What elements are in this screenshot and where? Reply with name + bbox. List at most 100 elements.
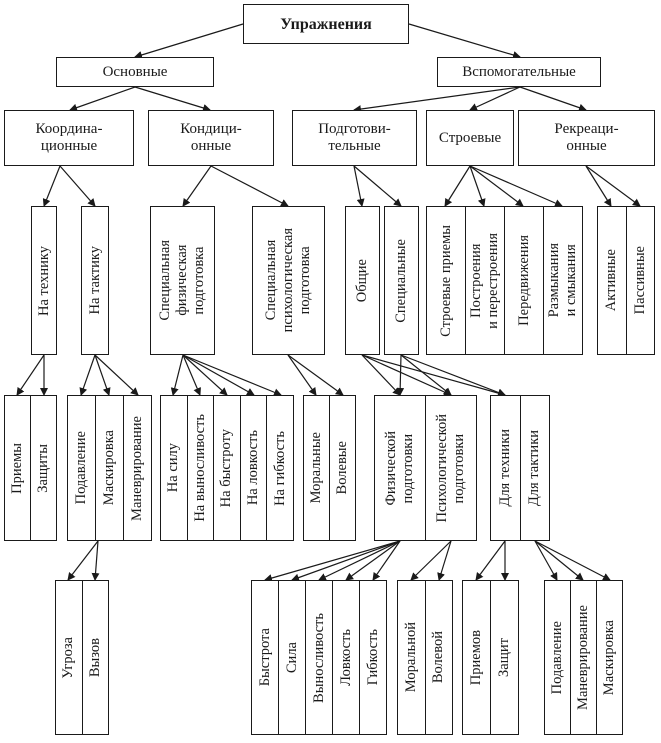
group-item-label: Специальная физическая подготовка xyxy=(157,240,207,321)
node-stroevye: Строевые xyxy=(426,110,514,166)
group-ugroza-vyzov: Угроза Вызов xyxy=(55,580,109,735)
group-sfp: Специальная физическая подготовка xyxy=(150,206,215,355)
connector-arrow xyxy=(134,86,211,112)
group-item-label: Размыкания и смыкания xyxy=(546,243,579,318)
group-item: Специальная психологическая подготовка xyxy=(253,207,324,354)
group-item: На гибкость xyxy=(267,396,293,540)
group-item: Маскировка xyxy=(597,581,622,734)
connector-arrow xyxy=(91,540,100,581)
group-item-label: Сила xyxy=(283,641,300,674)
group-item: Вызов xyxy=(83,581,109,734)
connector-arrow xyxy=(444,165,471,207)
connector-arrow xyxy=(182,354,201,396)
group-podavlenie-maskirovka: Подавление Маскировка Маневрирование xyxy=(67,395,152,541)
group-item: Маневрирование xyxy=(571,581,597,734)
connector-arrow xyxy=(170,354,184,396)
connector-arrow xyxy=(361,354,401,396)
connector-arrow xyxy=(469,165,563,207)
group-item: Быстрота xyxy=(252,581,279,734)
group-item-label: Психологической подготовки xyxy=(434,413,467,523)
connector-arrow xyxy=(469,86,521,111)
connector-arrow xyxy=(519,86,587,112)
group-item-label: На тактику xyxy=(86,246,103,315)
group-item: На быстроту xyxy=(214,396,241,540)
group-item: Защит xyxy=(491,581,518,734)
node-osnovnye: Основные xyxy=(56,57,214,87)
group-item-label: Передвижения xyxy=(515,235,532,326)
group-item: Активные xyxy=(598,207,627,354)
group-item-label: Специальная психологическая подготовка xyxy=(263,228,313,333)
group-item: Моральные xyxy=(304,396,330,540)
group-item-label: На выносливость xyxy=(191,414,208,522)
group-item-label: На гибкость xyxy=(271,430,288,506)
connector-arrow xyxy=(534,540,584,581)
group-item: Строевые приемы xyxy=(427,207,466,354)
connector-arrow xyxy=(67,540,99,581)
group-na-taktiku: На тактику xyxy=(81,206,109,355)
group-item: Ловкость xyxy=(333,581,360,734)
connector-arrow xyxy=(396,354,405,396)
group-item: На ловкость xyxy=(241,396,268,540)
group-item-label: Специальные xyxy=(393,238,409,323)
connector-arrow xyxy=(408,23,521,59)
group-item: На технику xyxy=(32,207,56,354)
group-obshie: Общие xyxy=(345,206,380,355)
connector-arrow xyxy=(353,165,402,207)
connector-arrow xyxy=(69,86,136,112)
group-item: Передвижения xyxy=(505,207,544,354)
connector-arrow xyxy=(534,540,611,581)
group-item-label: Волевые xyxy=(334,441,350,495)
connector-arrow xyxy=(94,354,139,396)
group-item-label: Приемов xyxy=(468,629,484,686)
connector-arrow xyxy=(134,23,244,59)
connector-arrow xyxy=(264,540,401,582)
group-item: Маневрирование xyxy=(124,396,151,540)
group-item-label: Построения и перестроения xyxy=(468,232,501,329)
group-item-label: Маневрирование xyxy=(575,605,591,710)
group-item-label: Защиты xyxy=(35,443,51,493)
group-item-label: Для тактики xyxy=(526,429,543,507)
connector-arrow xyxy=(291,540,401,582)
group-item: Общие xyxy=(346,207,379,354)
group-item-label: Вызов xyxy=(86,637,103,678)
group-spp: Специальная психологическая подготовка xyxy=(252,206,325,355)
group-item-label: Подавление xyxy=(73,431,89,505)
group-item: Волевые xyxy=(330,396,355,540)
group-item-label: Ловкость xyxy=(337,629,354,686)
group-specialnye: Специальные xyxy=(384,206,419,355)
group-item-label: Пассивные xyxy=(631,246,648,315)
group-item: Маскировка xyxy=(96,396,124,540)
group-priemov-zashit: Приемов Защит xyxy=(462,580,519,735)
connector-arrow xyxy=(410,540,452,581)
group-item-label: Угроза xyxy=(60,636,77,679)
group-item: На тактику xyxy=(82,207,108,354)
group-item: Построения и перестроения xyxy=(466,207,505,354)
connector-arrow xyxy=(585,165,641,207)
group-item: Приемы xyxy=(5,396,31,540)
group-item-label: Защит xyxy=(496,638,512,677)
group-item-label: Маневрирование xyxy=(129,415,145,521)
group-item-label: Волевой xyxy=(430,631,447,684)
connector-arrow xyxy=(42,165,61,207)
connector-arrow xyxy=(361,354,506,397)
group-rekreacionnye-items: Активные Пассивные xyxy=(597,206,655,355)
group-item-label: Активные xyxy=(603,249,620,312)
connector-arrow xyxy=(534,540,558,581)
connector-arrow xyxy=(353,165,365,207)
group-item: Сила xyxy=(279,581,306,734)
group-item: Подавление xyxy=(68,396,96,540)
group-item: Угроза xyxy=(56,581,83,734)
node-podgotovitelnye: Подготови- тельные xyxy=(292,110,417,166)
connector-arrow xyxy=(287,354,317,396)
node-root: Упражнения xyxy=(243,4,409,44)
group-item-label: Маскировка xyxy=(101,430,117,506)
connector-arrow xyxy=(437,540,452,581)
